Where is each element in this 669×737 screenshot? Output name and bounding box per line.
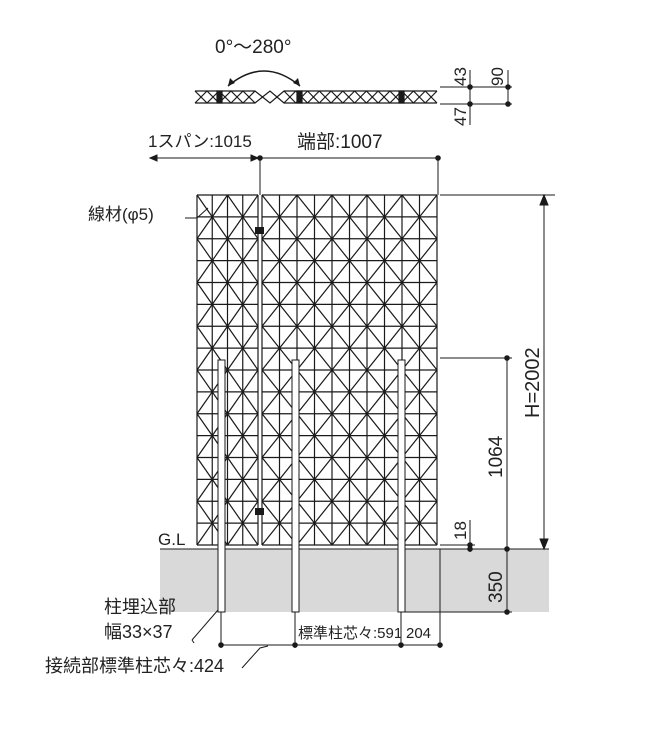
right-panel-diag <box>296 413 333 458</box>
right-panel-diag <box>261 194 298 240</box>
right-panel-diag <box>331 238 368 283</box>
std-post-pitch-label: 標準柱芯々:591 <box>298 625 403 642</box>
left-panel-diag <box>227 500 259 546</box>
topview-zigzag-segment <box>194 90 208 104</box>
dim-204-label: 204 <box>406 625 432 642</box>
rotation-arc <box>227 70 301 87</box>
right-panel-diag <box>331 413 368 458</box>
topview-zigzag-segment <box>342 90 356 104</box>
post-left <box>217 359 226 613</box>
right-panel-diag <box>366 413 403 458</box>
dim-18-label: 18 <box>451 521 470 540</box>
left-panel-diag <box>227 282 259 327</box>
right-panel-diag <box>296 194 333 240</box>
right-panel-diag <box>331 500 368 546</box>
post-embed-label-line1: 柱埋込部 <box>104 597 176 617</box>
right-panel-diag <box>366 457 403 502</box>
right-panel-diag <box>296 500 333 546</box>
right-panel-diag <box>366 369 403 415</box>
topview-zigzag-segment <box>354 90 367 104</box>
right-panel-diag <box>366 500 403 546</box>
dim-47-label: 47 <box>451 107 470 126</box>
gl-label: G.L <box>158 530 186 549</box>
right-panel-diag <box>296 369 333 415</box>
right-panel-diag <box>261 500 298 546</box>
topview-zigzag-segment <box>365 90 379 104</box>
right-panel-diag <box>401 369 438 415</box>
topview-zigzag-segment <box>413 90 426 104</box>
right-panel-diag <box>261 369 298 415</box>
right-panel-diag <box>261 238 298 283</box>
left-panel-diag <box>196 282 228 327</box>
right-panel-diag <box>401 282 438 327</box>
right-panel-diag <box>331 457 368 502</box>
panel-joints <box>255 227 264 515</box>
right-panel-diag <box>366 194 403 240</box>
right-panel-diag <box>296 325 333 371</box>
end-part-label: 端部:1007 <box>297 132 383 153</box>
right-panel-diag <box>261 457 298 502</box>
topview-zigzag-segment <box>307 90 320 104</box>
right-panel-diag <box>401 500 438 546</box>
right-panel-diag <box>331 194 368 240</box>
right-panel-diag <box>296 282 333 327</box>
right-panel-diag <box>366 282 403 327</box>
right-panel-diag <box>366 238 403 283</box>
topview-zigzag-segment <box>424 90 438 104</box>
left-panel-diag <box>227 238 259 283</box>
left-panel-diag <box>227 457 259 502</box>
wire-label: 線材(φ5) <box>88 205 154 224</box>
embed-depth-label: 350 <box>486 571 507 603</box>
right-panel-diag <box>296 457 333 502</box>
right-panel-diag <box>331 325 368 371</box>
height-total-label: H=2002 <box>522 347 544 418</box>
left-panel-diag <box>196 238 228 283</box>
right-panel-diag <box>401 325 438 371</box>
top-dimensions <box>440 70 512 125</box>
right-panel-diag <box>401 413 438 458</box>
post-middle <box>291 359 300 613</box>
topview-zigzag-segment <box>242 90 256 104</box>
mesh-panels <box>196 194 438 546</box>
left-panel-diag <box>196 194 228 240</box>
leader-lines <box>160 207 269 669</box>
left-panel-diag <box>227 194 259 240</box>
right-panel-diag <box>331 369 368 415</box>
right-panel-diag <box>366 325 403 371</box>
height-dimensions <box>405 193 555 648</box>
joint-pitch-label: 接続部標準柱芯々:424 <box>45 656 225 676</box>
right-panel-diag <box>261 413 298 458</box>
topview-zigzag-segment <box>230 90 244 104</box>
left-panel-diag <box>196 325 228 371</box>
left-panel-diag <box>227 413 259 458</box>
height-upper-label: 1064 <box>486 435 507 478</box>
right-panel-diag <box>261 325 298 371</box>
right-panel-diag <box>296 238 333 283</box>
topview-zigzag-segment <box>283 90 297 104</box>
dim-90-label: 90 <box>488 67 507 86</box>
right-panel-diag <box>401 457 438 502</box>
left-panel-diag <box>227 325 259 371</box>
span-label: 1スパン:1015 <box>148 132 252 151</box>
left-panel-diag <box>227 369 259 415</box>
right-panel-diag <box>401 238 438 283</box>
dim-43-label: 43 <box>451 67 470 86</box>
topview-zigzag-segment <box>330 90 344 104</box>
angle-label: 0°〜280° <box>215 37 292 58</box>
bottom-dimensions <box>218 612 443 648</box>
topview-zigzag-segment <box>377 90 391 104</box>
topview-zigzag-segment <box>318 90 332 104</box>
right-panel-diag <box>261 282 298 327</box>
right-panel-diag <box>331 282 368 327</box>
post-embed-label-line2: 幅33×37 <box>104 622 173 642</box>
post-right <box>397 359 406 613</box>
span-dimensions <box>148 154 441 195</box>
right-panel-diag <box>401 194 438 240</box>
top-view <box>194 90 438 104</box>
